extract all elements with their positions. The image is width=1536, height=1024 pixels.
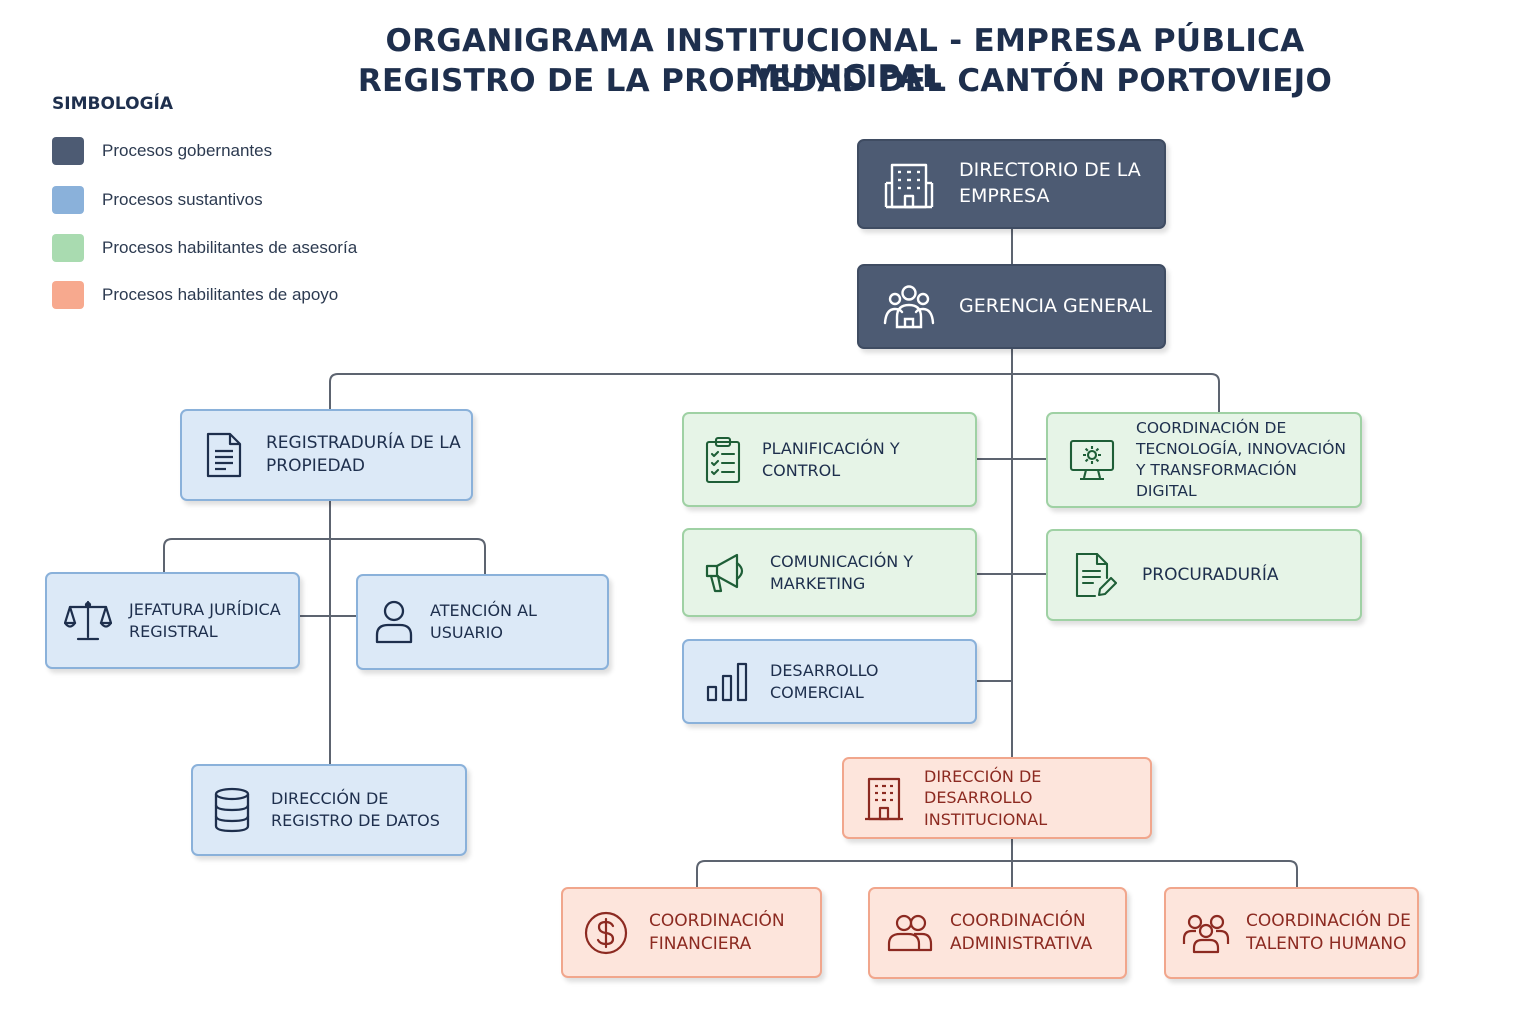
node-administrativa[interactable]: COORDINACIÓN ADMINISTRATIVA [868,887,1127,979]
document-edit-icon [1048,551,1142,599]
team-icon [859,283,959,331]
node-label: COORDINACIÓN ADMINISTRATIVA [950,911,1093,954]
node-institucional[interactable]: DIRECCIÓN DE DESARROLLO INSTITUCIONAL [842,757,1152,839]
legend-swatch-sustantivos [52,186,84,214]
node-label: DIRECTORIO DE LA EMPRESA [959,159,1141,207]
legend-swatch-asesoria [52,234,84,262]
node-procuraduria[interactable]: PROCURADURÍA [1046,529,1362,621]
node-planificacion[interactable]: PLANIFICACIÓN Y CONTROL [682,412,977,507]
node-comunicacion[interactable]: COMUNICACIÓN Y MARKETING [682,528,977,617]
connector-top-bar [329,373,1220,412]
node-label: COORDINACIÓN DE TECNOLOGÍA, INNOVACIÓN Y… [1136,419,1347,500]
node-directorio[interactable]: DIRECTORIO DE LA EMPRESA [857,139,1166,229]
node-label: PLANIFICACIÓN Y CONTROL [762,438,900,480]
bar-chart-icon [684,661,770,703]
database-icon [193,786,271,834]
node-datos[interactable]: DIRECCIÓN DE REGISTRO DE DATOS [191,764,467,856]
node-financiera[interactable]: COORDINACIÓN FINANCIERA [561,887,822,978]
node-label: GERENCIA GENERAL [959,294,1153,317]
checklist-icon [684,436,762,484]
legend-item-gobernantes: Procesos gobernantes [52,136,272,166]
chart-title-line-1: ORGANIGRAMA INSTITUCIONAL - EMPRESA PÚBL… [385,23,1305,95]
legend-label: Procesos gobernantes [102,141,273,160]
node-atencion[interactable]: ATENCIÓN AL USUARIO [356,574,609,670]
chart-title-line-2: REGISTRO DE LA PROPIEDAD DEL CANTÓN PORT… [357,63,1333,99]
node-label: DESARROLLO COMERCIAL [770,660,879,702]
node-gerencia[interactable]: GERENCIA GENERAL [857,264,1166,349]
legend-swatch-apoyo [52,281,84,309]
dollar-icon [563,910,649,956]
users-icon [870,912,950,954]
legend-label: Procesos habilitantes de asesoría [102,238,358,257]
monitor-gear-icon [1048,438,1136,482]
user-icon [358,599,430,645]
group-icon [1166,912,1246,954]
office-building-icon [844,774,924,822]
node-tecnologia[interactable]: COORDINACIÓN DE TECNOLOGÍA, INNOVACIÓN Y… [1046,412,1362,508]
node-label: DIRECCIÓN DE DESARROLLO INSTITUCIONAL [924,766,1048,829]
document-icon [182,431,266,479]
legend-item-asesoria: Procesos habilitantes de asesoría [52,233,357,263]
node-label: COMUNICACIÓN Y MARKETING [770,551,914,593]
node-label: COORDINACIÓN FINANCIERA [649,910,785,954]
node-label: COORDINACIÓN DE TALENTO HUMANO [1246,911,1411,954]
legend-label: Procesos habilitantes de apoyo [102,285,339,304]
node-juridica[interactable]: JEFATURA JURÍDICA REGISTRAL [45,572,300,669]
scales-icon [47,599,129,643]
node-label: PROCURADURÍA [1142,564,1279,585]
node-label: JEFATURA JURÍDICA REGISTRAL [129,599,281,641]
connector-apoyo-branch [696,860,1298,888]
legend-item-sustantivos: Procesos sustantivos [52,185,263,215]
node-label: REGISTRADURÍA DE LA PROPIEDAD [266,433,461,476]
megaphone-icon [684,551,770,595]
legend-title: SIMBOLOGÍA [52,94,174,114]
node-talento[interactable]: COORDINACIÓN DE TALENTO HUMANO [1164,887,1419,979]
node-registraduria[interactable]: REGISTRADURÍA DE LA PROPIEDAD [180,409,473,501]
legend-swatch-gobernantes [52,137,84,165]
building-icon [859,159,959,209]
legend-item-apoyo: Procesos habilitantes de apoyo [52,280,338,310]
node-comercial[interactable]: DESARROLLO COMERCIAL [682,639,977,724]
legend-label: Procesos sustantivos [102,190,263,209]
node-label: DIRECCIÓN DE REGISTRO DE DATOS [271,789,440,830]
node-label: ATENCIÓN AL USUARIO [430,601,537,642]
connector-registraduria-branch [163,538,486,574]
